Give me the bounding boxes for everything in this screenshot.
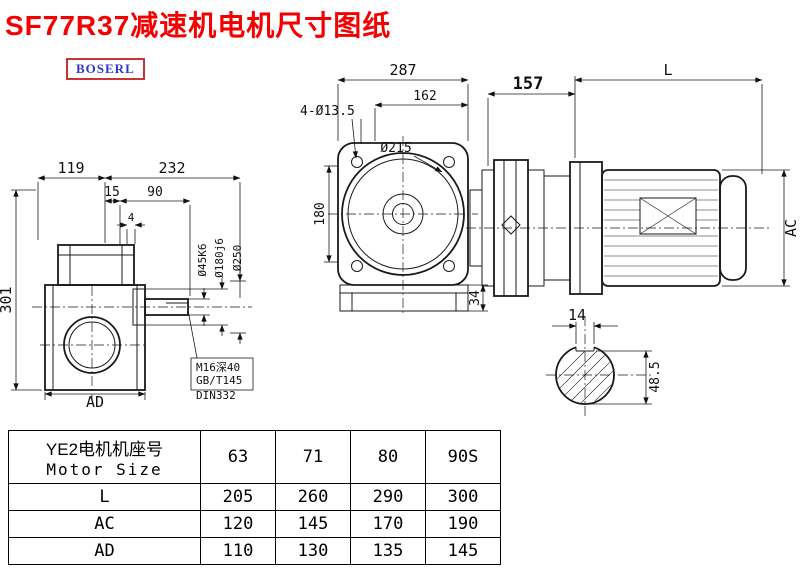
L-63: 205 (200, 483, 276, 511)
table-row-AD: AD 110 130 135 145 (8, 537, 501, 565)
table-row-L: L 205 260 290 300 (8, 483, 501, 511)
dim-4: 4 (128, 211, 135, 224)
brand-logo: BOSERL (66, 58, 145, 80)
AD-80: 135 (350, 537, 426, 565)
left-side-view: 119 232 15 90 4 301 AD Ø45K6 Ø180j6 Ø250 (0, 159, 254, 411)
page-title: SF77R37减速机电机尺寸图纸 (5, 10, 392, 41)
dim-shaft-dia: Ø45K6 (196, 243, 209, 276)
table-header-cell: YE2电机机座号 Motor Size (8, 430, 201, 484)
table-header-cn: YE2电机机座号 (45, 440, 164, 459)
L-71: 260 (275, 483, 351, 511)
row-label-AD: AD (8, 537, 201, 565)
terminal-box (639, 197, 697, 235)
dim-flange-dia: Ø215 (380, 141, 411, 156)
motor-assembly-view: 157 L AC (466, 61, 800, 297)
AD-63: 110 (200, 537, 276, 565)
L-80: 290 (350, 483, 426, 511)
dim-48-5: 48.5 (648, 361, 663, 392)
dim-119: 119 (57, 159, 84, 177)
AD-90s: 145 (425, 537, 501, 565)
dim-157: 157 (513, 74, 544, 94)
size-80: 80 (350, 430, 426, 484)
AC-71: 145 (275, 510, 351, 538)
section-hatching (557, 350, 613, 403)
motor-size-table: YE2电机机座号 Motor Size 63 71 80 90S L 205 2… (8, 430, 501, 565)
dim-AD: AD (86, 393, 104, 411)
note-tap-std: GB/T145 (196, 374, 242, 387)
dim-spigot-dia: Ø180j6 (213, 238, 226, 278)
size-90s: 90S (425, 430, 501, 484)
row-label-L: L (8, 483, 201, 511)
shaft-section-view: 14 48.5 (546, 306, 663, 418)
size-71: 71 (275, 430, 351, 484)
note-tap: M16深40 (196, 361, 240, 374)
dim-90: 90 (147, 185, 163, 200)
table-row-AC: AC 120 145 170 190 (8, 510, 501, 538)
dim-14: 14 (568, 306, 586, 324)
dim-287: 287 (389, 61, 416, 79)
AC-80: 170 (350, 510, 426, 538)
motor-fins (604, 179, 718, 277)
AC-63: 120 (200, 510, 276, 538)
front-view: 287 162 4-Ø13.5 Ø215 180 34 (300, 61, 488, 316)
technical-drawing: 287 162 4-Ø13.5 Ø215 180 34 (0, 61, 800, 418)
AC-90s: 190 (425, 510, 501, 538)
table-header-en: Motor Size (46, 460, 163, 479)
dim-232: 232 (158, 159, 185, 177)
dim-flange-od: Ø250 (231, 245, 244, 272)
dim-34: 34 (468, 290, 483, 306)
dim-bolt-holes: 4-Ø13.5 (300, 104, 355, 119)
row-label-AC: AC (8, 510, 201, 538)
table-header-row: YE2电机机座号 Motor Size 63 71 80 90S (8, 430, 501, 484)
note-tap-din: DIN332 (196, 389, 236, 402)
dim-162: 162 (413, 89, 436, 104)
size-63: 63 (200, 430, 276, 484)
dim-L: L (663, 61, 672, 79)
AD-71: 130 (275, 537, 351, 565)
L-90s: 300 (425, 483, 501, 511)
dim-180: 180 (313, 202, 328, 225)
dim-301: 301 (0, 286, 15, 313)
dim-15: 15 (104, 185, 120, 200)
dim-AC: AC (782, 219, 800, 237)
